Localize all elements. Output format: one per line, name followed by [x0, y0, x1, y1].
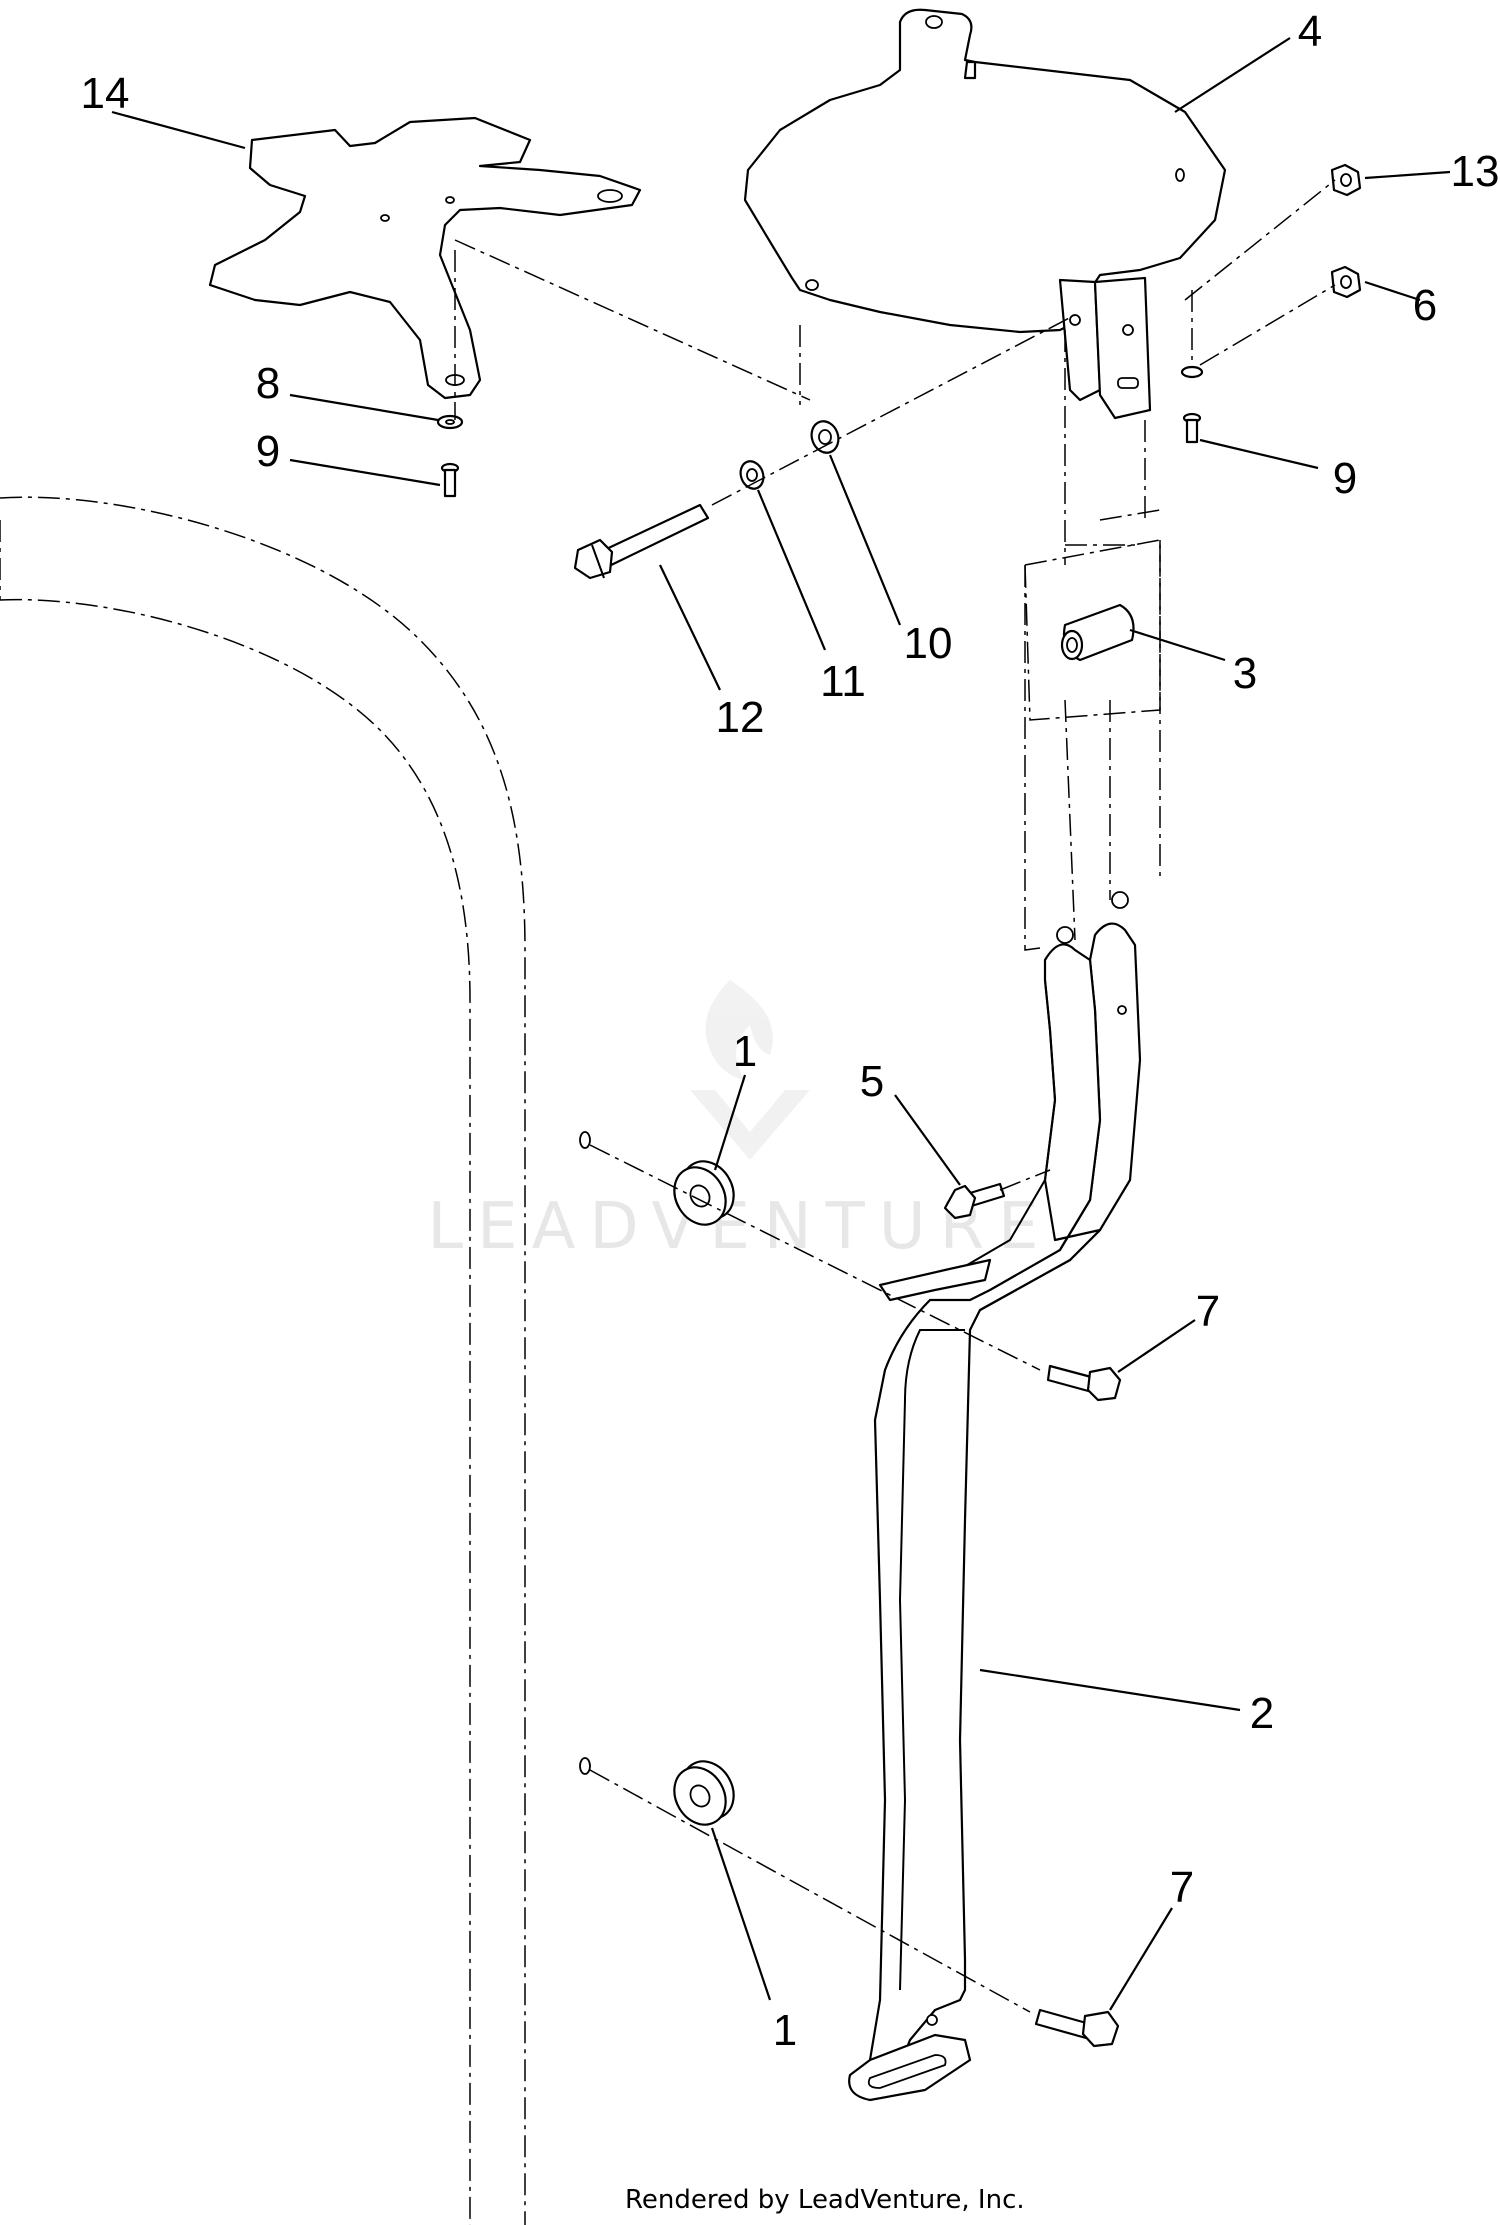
part-12-bolt [573, 503, 710, 580]
callout-9-right: 9 [1333, 454, 1357, 503]
watermark: LEADVENTURE [428, 980, 1038, 1264]
callout-1-upper: 1 [733, 1027, 757, 1076]
part-8-washer [436, 414, 464, 430]
part-7-bolt-lower [1034, 2008, 1120, 2048]
callout-7-lower: 7 [1170, 1863, 1194, 1912]
assembly-lines [454, 179, 1336, 2013]
part-6-nut [1330, 265, 1362, 299]
part-9-screw-left [440, 462, 460, 498]
watermark-logo-icon [690, 980, 810, 1160]
part-1-roller-lower [673, 1760, 735, 1826]
part-13-nut [1330, 163, 1362, 197]
part-9-screw-right [1180, 365, 1204, 444]
callout-4: 4 [1298, 7, 1322, 56]
callout-8: 8 [256, 359, 280, 408]
callout-13: 13 [1451, 147, 1500, 196]
callout-labels: 14 4 13 6 9 8 9 10 11 12 3 5 1 7 2 7 1 [81, 7, 1500, 2055]
part-7-bolt-upper [1046, 1364, 1122, 1402]
part-3-spacer [1024, 539, 1161, 721]
frame-holes [579, 1131, 591, 1775]
assembly-dashed-guides [1024, 330, 1161, 951]
callout-9-left: 9 [256, 427, 280, 476]
part-2-lever-arm [848, 891, 1142, 2102]
callout-5: 5 [860, 1057, 884, 1106]
callout-1-lower: 1 [773, 2006, 797, 2055]
callout-6: 6 [1413, 281, 1437, 330]
callout-10: 10 [904, 619, 953, 668]
part-5-bolt [943, 1182, 1006, 1220]
callout-14: 14 [81, 69, 130, 118]
leader-lines [111, 37, 1451, 2011]
callout-2: 2 [1250, 1689, 1274, 1738]
callout-3: 3 [1233, 649, 1257, 698]
footer-credit: Rendered by LeadVenture, Inc. [625, 2185, 1025, 2215]
frame-tube-outline [0, 496, 526, 2225]
part-11-lock-washer [739, 460, 765, 490]
part-4-cover-plate [743, 8, 1227, 420]
callout-11: 11 [820, 657, 866, 706]
part-10-washer [810, 420, 840, 454]
part-1-roller-upper [673, 1160, 735, 1226]
callout-12: 12 [716, 693, 765, 742]
callout-7-upper: 7 [1196, 1287, 1220, 1336]
part-14-mounting-plate [208, 116, 642, 400]
